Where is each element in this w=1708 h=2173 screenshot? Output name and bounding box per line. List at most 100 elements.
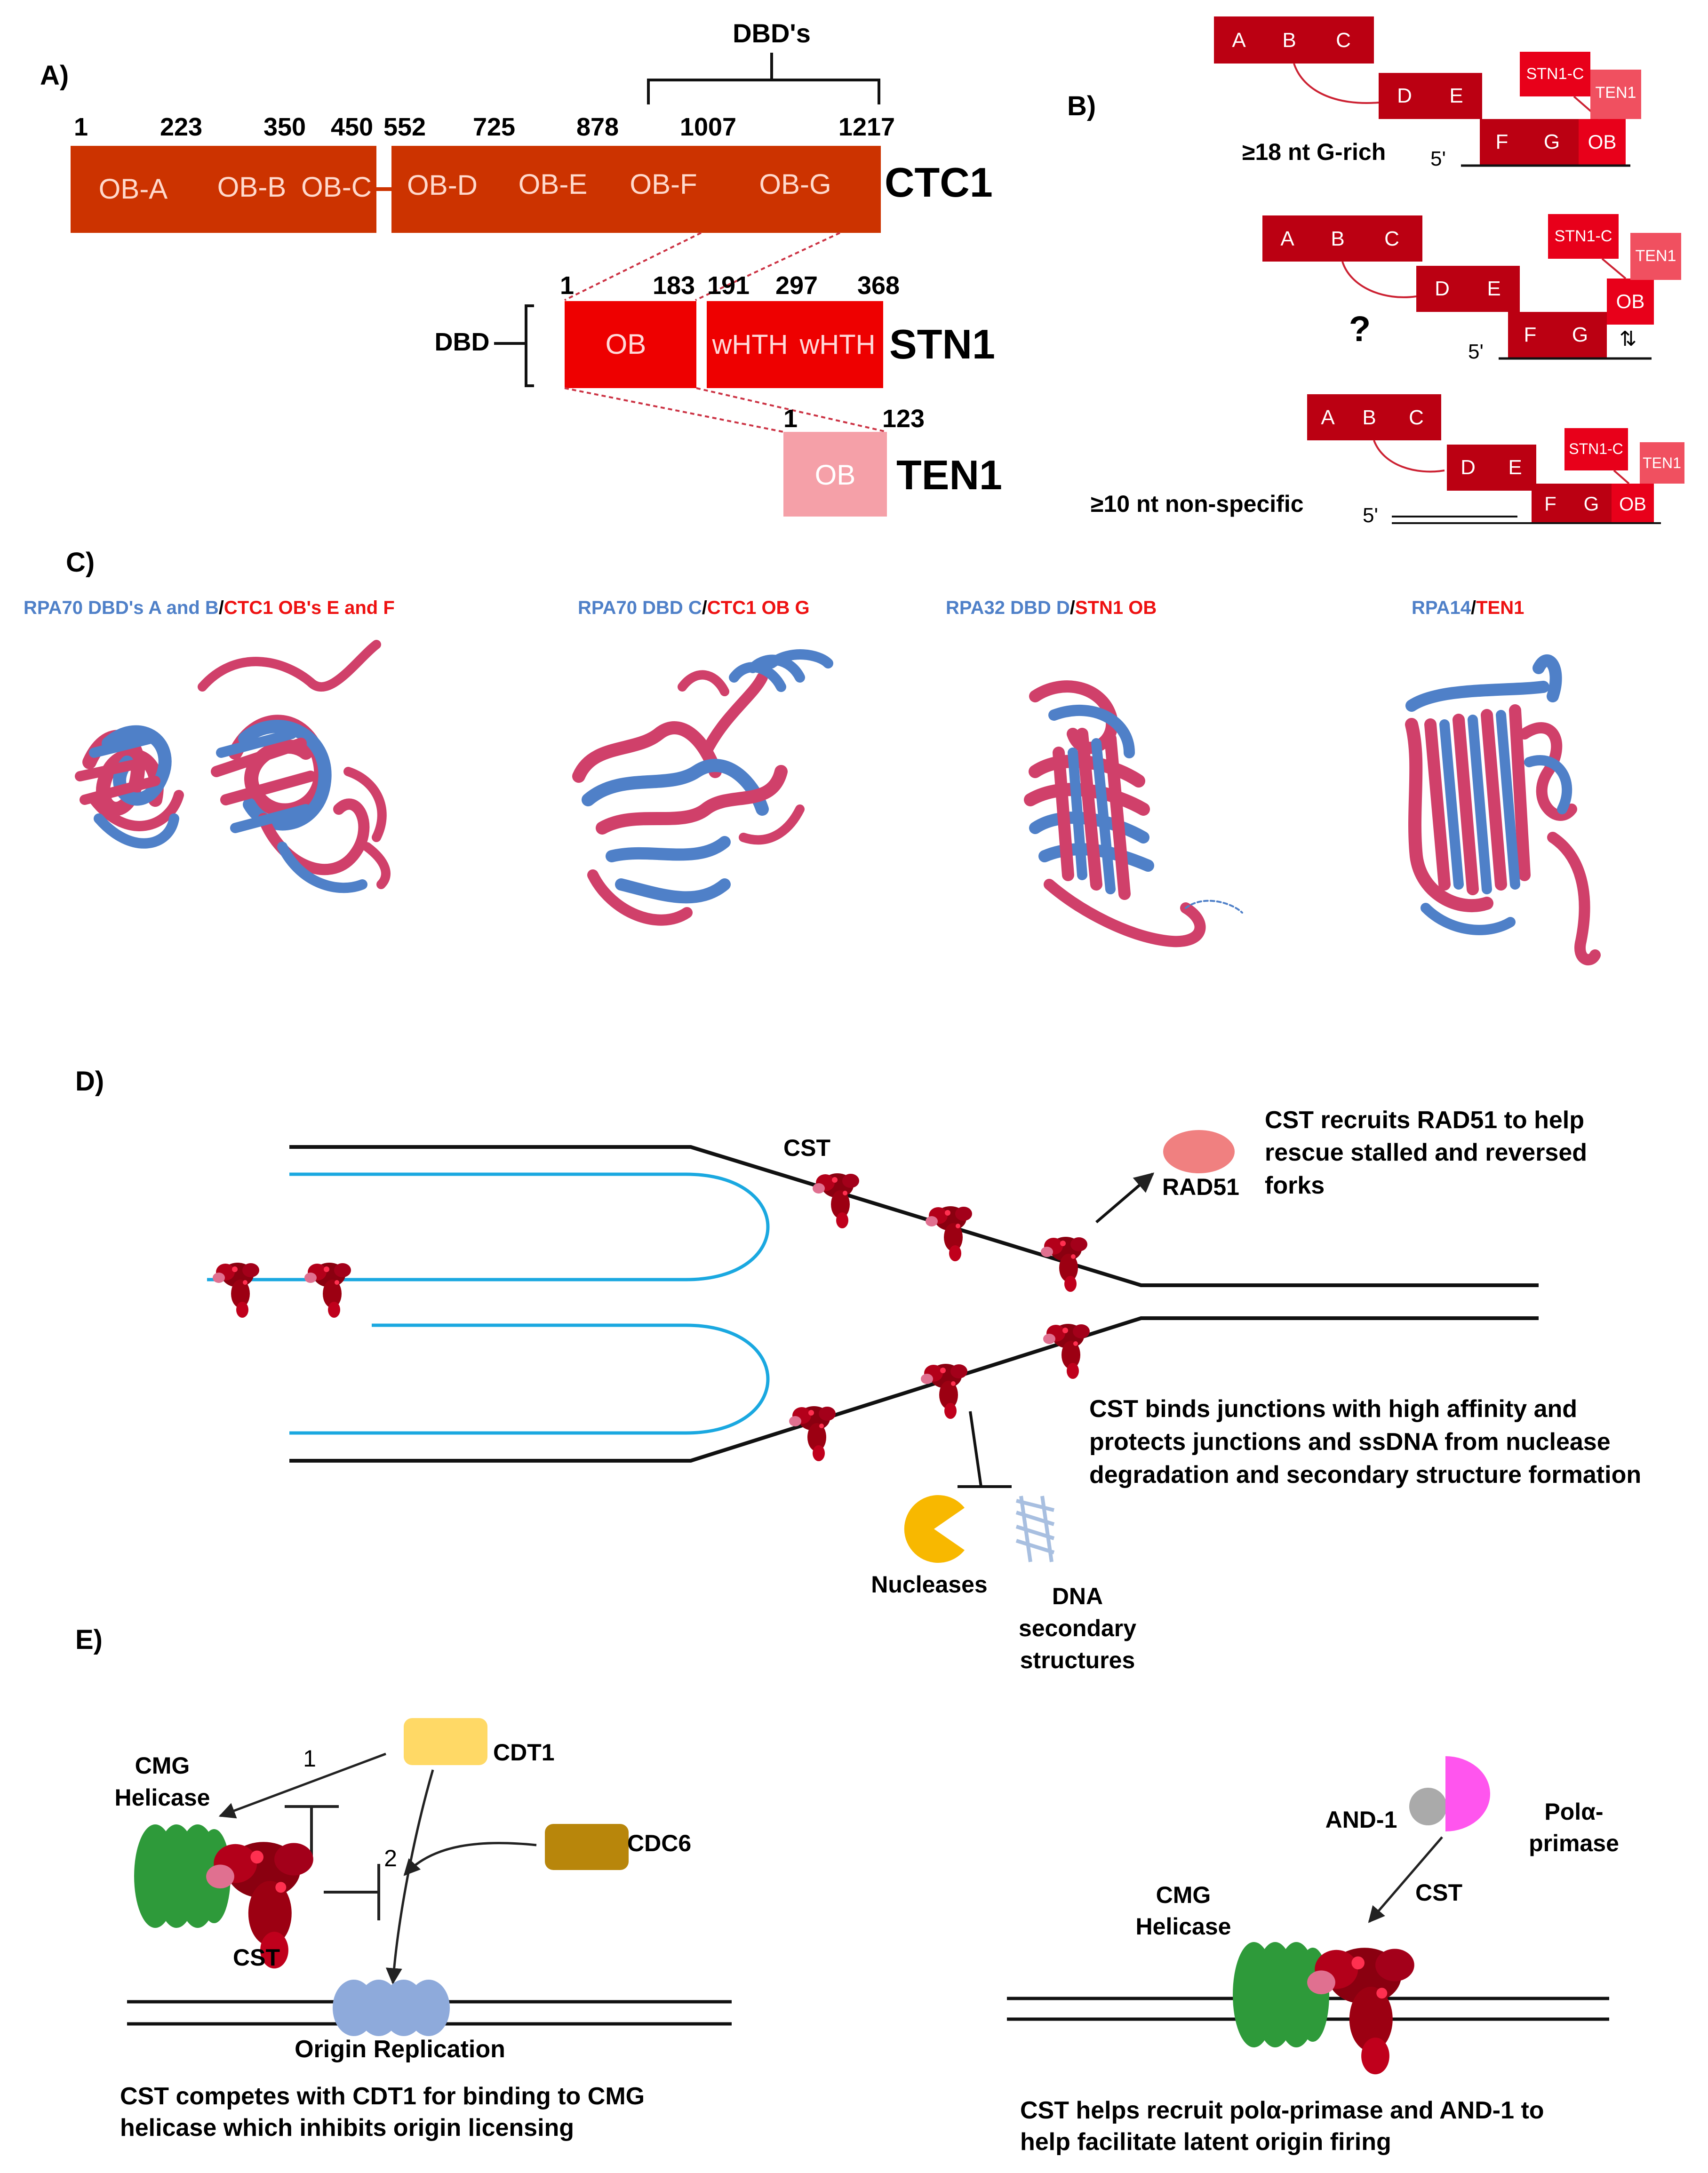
parental-strand-bottom xyxy=(289,1316,1539,1463)
structure-caption-4: RPA14/TEN1 xyxy=(1412,597,1524,618)
panel-e-right: AND-1 Polα- primase CST CMG Helicase CST… xyxy=(1007,1756,1619,2156)
panel-a: A) DBD's 1 223 350 450 552 725 878 1007 … xyxy=(40,18,1002,517)
block-stn1c xyxy=(1548,214,1619,259)
path-number-1: 1 xyxy=(303,1745,316,1772)
ten1-ob xyxy=(783,432,887,517)
label-stn1c: STN1-C xyxy=(1526,65,1584,83)
panel-d: D) CST RAD51 CST recruits RAD51 to help … xyxy=(75,1066,1641,1673)
nucleases-label: Nucleases xyxy=(871,1571,987,1598)
junction-desc-1: CST binds junctions with high affinity a… xyxy=(1089,1395,1577,1423)
block-de xyxy=(1379,73,1482,119)
stn1-domain-whth2: wHTH xyxy=(799,329,875,360)
cdc6-to-origin-arrow xyxy=(403,1842,537,1876)
ctc1-domain-obc: OB-C xyxy=(301,171,372,203)
ctc1-pos-1007: 1007 xyxy=(680,113,736,141)
ten1-pos-123: 123 xyxy=(882,405,925,433)
linker-c-d xyxy=(1373,440,1445,473)
dna-secondary-1: DNA xyxy=(1052,1583,1103,1609)
ctc1-domain-obg: OB-G xyxy=(759,168,831,200)
cmg-helicase xyxy=(1233,1942,1329,2047)
rad51-desc-2: rescue stalled and reversed xyxy=(1265,1139,1587,1166)
label-f: F xyxy=(1544,493,1556,515)
label-d: D xyxy=(1435,277,1450,300)
junction-desc-2: protects junctions and ssDNA from nuclea… xyxy=(1089,1428,1611,1456)
structure-overlay-3 xyxy=(1024,680,1243,947)
cmg-label-1: CMG xyxy=(135,1752,190,1779)
block-stn1-ob xyxy=(1607,279,1654,325)
cst-complex xyxy=(813,1173,859,1228)
dbds-label: DBD's xyxy=(733,18,811,48)
junction-desc-3: degradation and secondary structure form… xyxy=(1089,1461,1641,1488)
caption-gr: ≥18 nt G-rich xyxy=(1242,139,1386,165)
question-mark: ? xyxy=(1349,309,1371,349)
structure-caption-2: RPA70 DBD C/CTC1 OB G xyxy=(578,597,810,618)
label-f: F xyxy=(1496,130,1508,153)
label-c: C xyxy=(1409,406,1424,429)
pola-primase-protein xyxy=(1445,1756,1490,1831)
panel-e-left: CMG Helicase CDT1 CDC6 1 2 CST xyxy=(115,1718,732,2141)
panel-b-row-3: A B C D E F G OB STN1-C TEN1 5' ≥10 nt n… xyxy=(1091,394,1684,527)
cdt1-to-cmg-arrow xyxy=(218,1752,386,1819)
cst-complex xyxy=(1041,1237,1087,1292)
path-number-2: 2 xyxy=(384,1845,397,1871)
panel-e: E) CMG Helicase CDT1 CDC6 1 2 C xyxy=(75,1624,1619,2156)
block-stn1c xyxy=(1564,428,1628,470)
label-b: B xyxy=(1362,406,1376,429)
label-ten1: TEN1 xyxy=(1643,454,1681,471)
label-e: E xyxy=(1508,456,1522,479)
structure-overlay-2 xyxy=(572,649,833,926)
cdt1-to-origin-arrow xyxy=(385,1769,434,1985)
caption-red: CTC1 OB's E and F xyxy=(224,597,395,618)
label-ob: OB xyxy=(1588,131,1617,153)
block-abc xyxy=(1214,16,1374,64)
label-f: F xyxy=(1524,323,1537,346)
panel-e-label: E) xyxy=(75,1624,103,1655)
ctc1-pos-450: 450 xyxy=(331,113,373,141)
block-ten1 xyxy=(1630,233,1681,280)
stn1-domain-ob: OB xyxy=(606,328,646,360)
label-b: B xyxy=(1282,29,1296,52)
cdc6-label: CDC6 xyxy=(627,1830,691,1856)
label-ob: OB xyxy=(1616,290,1645,312)
nascent-strand-bottom xyxy=(289,1323,770,1435)
recruit-arrow xyxy=(1368,1836,1443,1923)
linker-stn1c-ob xyxy=(1613,470,1630,485)
label-stn1c: STN1-C xyxy=(1569,440,1623,457)
structure-caption-1: RPA70 DBD's A and B/CTC1 OB's E and F xyxy=(24,597,395,618)
label-g: G xyxy=(1572,323,1588,346)
panel-b-row-1: A B C D E F G OB STN1-C TEN1 5' ≥18 nt G… xyxy=(1214,16,1641,170)
panel-d-label: D) xyxy=(75,1066,104,1097)
panel-c-label: C) xyxy=(66,547,95,578)
ctc1-domain-obe: OB-E xyxy=(519,168,588,200)
structure-overlay-4 xyxy=(1405,654,1601,965)
ctc1-pos-878: 878 xyxy=(576,113,619,141)
cst-complex xyxy=(1043,1324,1090,1379)
structure-overlay-1 xyxy=(75,640,391,893)
cst-complex xyxy=(213,1263,259,1318)
right-caption-1: CST helps recruit polα-primase and AND-1… xyxy=(1020,2097,1544,2124)
ten1-domain-ob: OB xyxy=(815,459,856,491)
and1-protein xyxy=(1409,1788,1447,1825)
dbd-label: DBD xyxy=(435,328,490,356)
panel-b-row-2: A B C D E F G OB STN1-C TEN1 ⇅ 5' ? xyxy=(1262,214,1681,363)
origin-complex xyxy=(333,1980,450,2036)
cst-complex xyxy=(304,1263,351,1318)
label-e: E xyxy=(1449,84,1463,107)
block-fg xyxy=(1508,312,1607,358)
ctc1-pos-1217: 1217 xyxy=(838,113,895,141)
panel-b: B) A B C D E F G OB STN1-C TEN1 5' ≥18 n… xyxy=(1067,16,1684,527)
parental-strand-top xyxy=(289,1145,1539,1287)
stn1-pos-1: 1 xyxy=(560,271,574,300)
label-c: C xyxy=(1336,29,1351,52)
cst-complex xyxy=(789,1406,836,1461)
linker-c-d xyxy=(1341,261,1417,298)
block-fg xyxy=(1480,119,1579,165)
pola-label-2: primase xyxy=(1529,1830,1619,1856)
ctc1-bar-n xyxy=(71,146,376,233)
and1-label: AND-1 xyxy=(1325,1807,1397,1833)
ctc1-bar-c xyxy=(391,146,881,233)
label-a: A xyxy=(1232,29,1246,52)
block-fg xyxy=(1532,484,1612,524)
cdt1-protein xyxy=(404,1718,487,1765)
linker-stn1c-ob xyxy=(1601,258,1627,279)
